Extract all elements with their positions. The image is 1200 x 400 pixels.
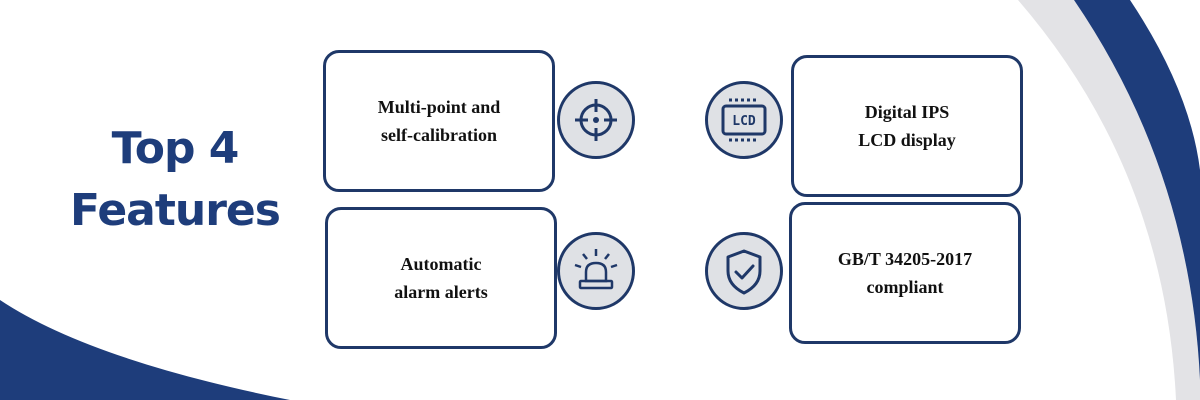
feature-label: Digital IPS LCD display (858, 102, 956, 150)
lcd-icon: LCD (721, 98, 767, 142)
feature-label: GB/T 34205-2017 compliant (837, 249, 973, 297)
title-line-1: Top 4 (111, 123, 240, 174)
feature-icon-alarm (557, 232, 635, 310)
feature-card-alarm: Automatic alarm alerts (325, 207, 557, 349)
lcd-icon-text: LCD (732, 114, 756, 129)
feature-icon-compliance (705, 232, 783, 310)
title-line-2: Features (70, 185, 281, 236)
swoosh-right-gray (1018, 0, 1200, 400)
page-title: Top 4 Features (70, 118, 281, 242)
swoosh-left-navy (0, 300, 290, 400)
shield-check-icon (726, 249, 762, 295)
feature-icon-calibration (557, 81, 635, 159)
crosshair-icon (575, 99, 617, 141)
feature-card-calibration: Multi-point and self-calibration (323, 50, 555, 192)
feature-label: Automatic alarm alerts (394, 254, 488, 302)
swoosh-right-navy (1074, 0, 1200, 380)
alarm-light-icon (574, 249, 618, 290)
feature-icon-lcd: LCD (705, 81, 783, 159)
feature-card-compliance: GB/T 34205-2017 compliant (789, 202, 1021, 344)
feature-card-lcd: Digital IPS LCD display (791, 55, 1023, 197)
feature-label: Multi-point and self-calibration (377, 97, 501, 145)
